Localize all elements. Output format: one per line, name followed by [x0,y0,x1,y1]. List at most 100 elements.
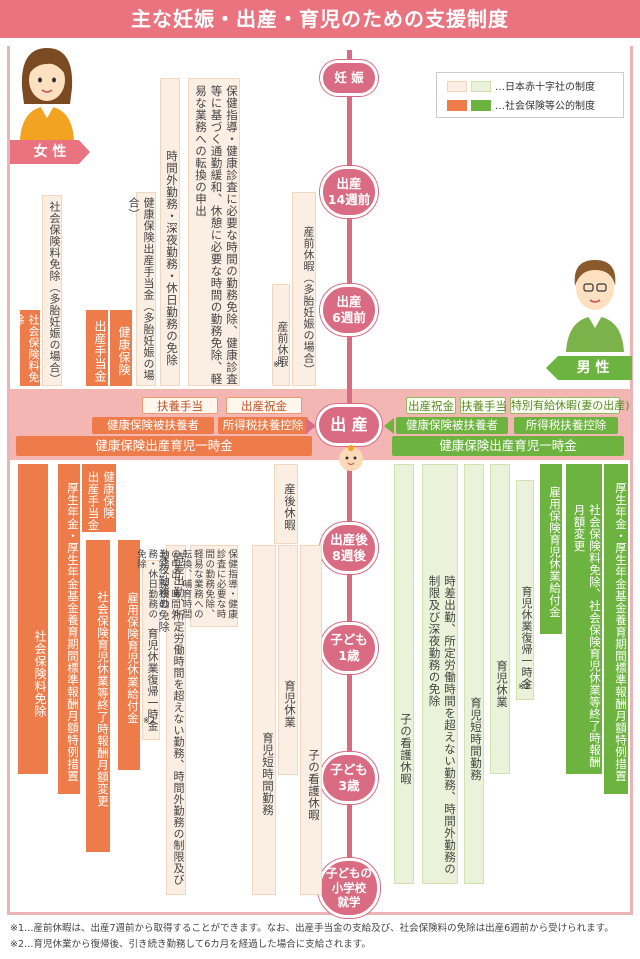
woman-label: 女 性 [10,140,90,164]
woman-postnatal-leave-text: 産後休暇 [283,483,297,531]
man-note2-mark: ※2 [518,682,530,691]
man-band-special-leave: 特別有給休暇(妻の出産) [510,397,630,414]
man-employment-benefit: 雇用保険育児休業給付金 [540,464,562,634]
woman-shortwork-post-text: 時差出勤、所定労働時間を超えない勤務、時間外勤務の制限及び深夜勤務の免除 [157,552,185,886]
legend-swatch-light-green [471,81,491,92]
man-band-birth-gift: 出産祝金 [406,397,456,414]
timeline [347,50,352,910]
node-age-1: 子ども 1歳 [320,622,378,674]
node-age-3: 子ども 3歳 [320,752,378,804]
man-band-tax-deduction-text: 所得税扶養控除 [525,418,607,432]
man-childcare-leave: 育児休業 [490,464,510,774]
man-shortwork: 時差出勤、所定労働時間を超えない勤務、時間外勤務の制限及び深夜勤務の免除 [422,464,458,884]
man-pension-special: 厚生年金・厚生年金基金養育期間標準報酬月額特例措置 [604,464,628,794]
node-school-text: 子どもの 小学校 就学 [326,866,372,910]
woman-pension-special: 厚生年金・厚生年金基金養育期間標準報酬月額特例措置 [58,464,80,794]
woman-nursing-leave: 子の看護休暇 [300,545,322,895]
node-14-weeks-text: 出産 14週前 [327,176,371,207]
diagram-frame [7,46,633,914]
man-return-payment-text: 育児休業復帰一時金 [520,586,533,690]
woman-short-hours: 育児短時間勤務 [252,545,276,895]
note1-mark: ※1 [273,360,285,369]
woman-maternity-allow-post-text: 健康保険 出産手当金 [86,471,116,531]
woman-prenatal-leave: 産前休暇 [272,284,290,386]
node-age-3-text: 子ども 3歳 [330,762,368,793]
woman-social-exempt-post: 社会保険料免除 [18,464,48,774]
man-short-hours-text: 育児短時間勤務 [469,697,483,781]
man-short-hours: 育児短時間勤務 [464,464,484,884]
woman-return-payment: 育児休業復帰一時金 [142,560,160,740]
node-age-1-text: 子ども 1歳 [330,632,368,663]
node-6-weeks-text: 出産 6週前 [332,294,366,325]
woman-return-payment-text: 育児休業復帰一時金 [146,628,159,732]
woman-social-change-text: 社会保険育児休業等終了時報酬月額変更 [96,591,110,807]
woman-maternity-pay-multi: 健康保険出産手当金（多胎妊娠の場合） [127,192,156,386]
man-band-dependent-allowance-text: 扶養手当 [461,399,507,413]
woman-band-tax-deduction-text: 所得税扶養控除 [222,418,304,432]
woman-band-dependent-allowance-text: 扶養手当 [157,399,203,413]
woman-social-change: 社会保険育児休業等終了時報酬月額変更 [86,540,110,852]
woman-health-protection-pre-text: 保健指導・健康診査に必要な時間の勤務免除、健康診査等に基づく通勤緩和、休憩に必要… [193,85,239,385]
man-employment-benefit-text: 雇用保険育児休業給付金 [548,486,562,618]
woman-maternity-allow-pre-text: 出産手当金 [93,319,107,383]
node-school: 子どもの 小学校 就学 [318,858,380,918]
man-band-tax-deduction: 所得税扶養控除 [514,417,618,434]
woman-overtime-exempt-pre-text: 時間外勤務・深夜勤務・休日勤務の免除 [165,150,179,366]
page-title: 主な妊娠・出産・育児のための支援制度 [131,7,509,31]
woman-nursing-leave-text: 子の看護休暇 [307,749,321,821]
man-childcare-leave-text: 育児休業 [495,660,509,708]
node-birth-text: 出 産 [330,415,368,434]
man-pension-special-text: 厚生年金・厚生年金基金養育期間標準報酬月額特例措置 [614,482,628,782]
woman-band-lump-sum: 健康保険出産育児一時金 [16,436,312,456]
woman-social-exempt-post-text: 社会保険料免除 [33,630,47,718]
man-return-payment: 育児休業復帰一時金 [516,480,534,700]
man-nursing-leave: 子の看護休暇 [394,464,414,884]
man-band-dependent-insured-text: 健康保険被扶養者 [406,418,498,432]
woman-employment-benefit-text: 雇用保険育児休業給付金 [126,592,140,724]
woman-maternity-allow-pre: 出産手当金 [86,310,108,386]
arrow-left-icon [306,418,316,434]
node-6-weeks-before: 出産 6週前 [320,284,378,336]
node-8-weeks-text: 出産後 8週後 [330,532,368,563]
woman-short-hours-text: 育児短時間勤務 [261,732,275,816]
node-birth: 出 産 [316,404,382,446]
node-8-weeks-after: 出産後 8週後 [320,522,378,574]
title-bar: 主な妊娠・出産・育児のための支援制度 [0,0,640,38]
legend: …日本赤十字社の制度 …社会保険等公的制度 [436,72,624,118]
man-social-change: 社会保険料免除、社会保険育児休業等終了時報酬月額変更 [566,464,602,774]
frame-bottom [7,912,633,915]
woman-band-tax-deduction: 所得税扶養控除 [218,417,308,434]
man-avatar [560,252,630,352]
footnote-2: ※2…育児休業から復帰後、引き続き勤務して6カ月を経過した場合に支給されます。 [10,939,371,950]
woman-social-exempt-pre: 社会保険料免除 [12,310,40,386]
woman-health-ins-pre-text: 健康保険 [117,326,131,376]
woman-prenatal-leave-multi-text: 産前休暇（多胎妊娠の場合） [302,226,315,376]
woman-maternity-allow-post: 健康保険 出産手当金 [82,464,116,532]
node-pregnancy-text: 妊 娠 [334,70,364,86]
legend-swatch-dark-orange [447,100,467,111]
man-band-birth-gift-text: 出産祝金 [408,399,454,413]
woman-maternity-pay-multi-text: 健康保険出産手当金（多胎妊娠の場合） [127,197,155,381]
woman-health-protection-post: 保健指導・健康診査に必要な時間の勤務免除、軽易な業務への転換、哺育時間の申出、時… [135,545,238,627]
man-band-lump-sum: 健康保険出産育児一時金 [392,436,624,456]
woman-prenatal-leave-text: 産前休暇 [276,321,289,367]
man-label-text: 男 性 [576,360,610,376]
woman-band-dependent-insured: 健康保険被扶養者 [92,417,214,434]
arrow-right-icon [384,418,394,434]
man-band-special-leave-text: 特別有給休暇(妻の出産) [511,399,630,412]
woman-note2-mark: ※2 [143,716,155,725]
woman-pension-special-text: 厚生年金・厚生年金基金養育期間標準報酬月額特例措置 [66,482,80,782]
man-label: 男 性 [546,356,632,380]
man-shortwork-text: 時差出勤、所定労働時間を超えない勤務、時間外勤務の制限及び深夜勤務の免除 [427,575,457,875]
woman-prenatal-leave-multi: 産前休暇（多胎妊娠の場合） [292,192,316,386]
woman-childcare-leave-text: 育児休業 [283,680,297,728]
woman-childcare-leave: 育児休業 [278,545,298,775]
man-nursing-leave-text: 子の看護休暇 [399,713,413,785]
woman-band-birth-gift-text: 出産祝金 [241,399,287,413]
baby-icon [336,444,366,472]
woman-band-dependent-allowance: 扶養手当 [142,397,218,414]
legend-public-label: …社会保険等公的制度 [495,101,595,112]
woman-label-text: 女 性 [33,144,67,160]
woman-avatar [12,44,82,140]
woman-social-exempt-multi-text: 社会保険料免除（多胎妊娠の場合） [48,200,61,385]
